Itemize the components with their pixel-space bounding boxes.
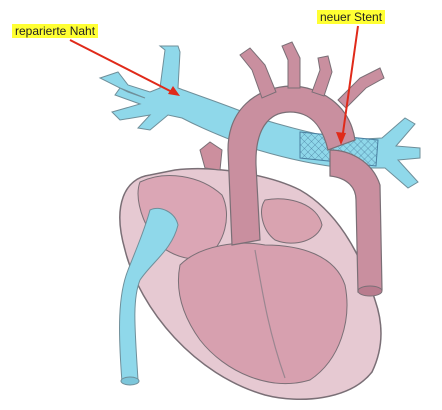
superior-vena-cava-stub [200, 142, 222, 170]
brachiocephalic-trunk [240, 48, 276, 98]
left-subclavian [312, 56, 332, 96]
aorta-opening [358, 286, 382, 296]
branch-right [338, 68, 384, 108]
ivc-opening [121, 377, 139, 385]
new-stent-label: neuer Stent [317, 10, 385, 24]
left-carotid [282, 42, 300, 88]
repaired-suture-label: reparierte Naht [12, 24, 98, 38]
